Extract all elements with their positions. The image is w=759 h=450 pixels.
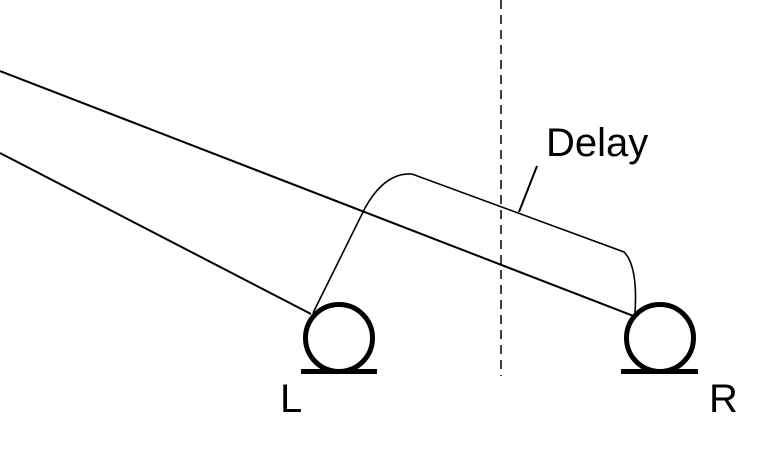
right-microphone-icon: [621, 302, 698, 374]
left-microphone-label: L: [280, 377, 302, 421]
path-to-left-microphone: [0, 152, 312, 315]
left-microphone-icon: [301, 302, 377, 374]
delay-label: Delay: [546, 121, 648, 165]
right-microphone-label: R: [709, 377, 738, 421]
path-to-right-microphone: [0, 70, 637, 318]
delay-label-leader: [518, 165, 538, 213]
delay-bracket: [312, 173, 637, 314]
